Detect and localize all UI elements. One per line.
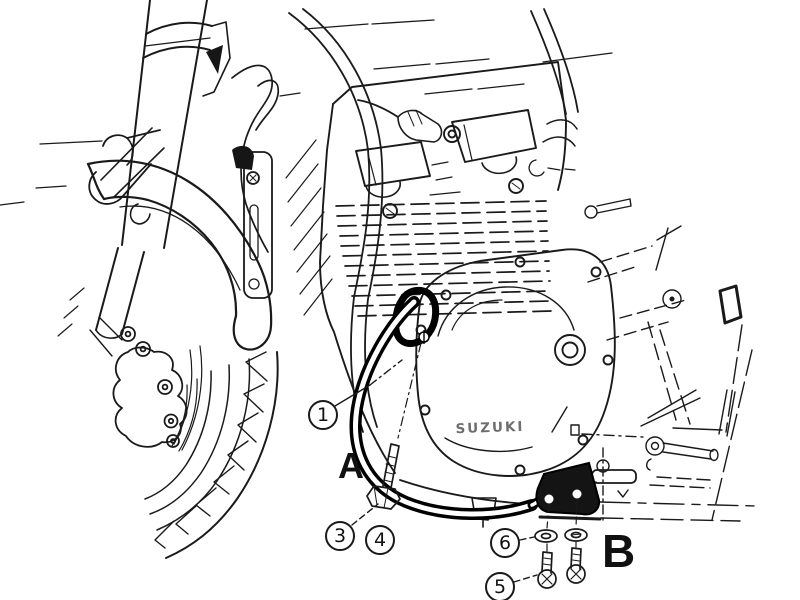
callout-1: 1 <box>308 400 338 430</box>
engine-cooling-fins <box>335 200 552 317</box>
section-label-a: A <box>338 445 364 486</box>
callout-3: 3 <box>325 521 355 551</box>
tire-tread <box>154 351 268 549</box>
plate-hole-rear <box>572 489 582 499</box>
front-fender <box>86 159 273 351</box>
guard-tube-core <box>353 299 535 517</box>
fork-bracket-strip <box>232 145 273 299</box>
fastener-set-a <box>366 342 422 510</box>
section-label-b: B <box>602 525 636 577</box>
frame-tubes <box>279 8 613 433</box>
front-fork <box>0 0 231 339</box>
brake-hose <box>231 64 280 253</box>
brake-caliper <box>89 317 188 448</box>
callout-4: 4 <box>365 525 395 555</box>
plate-hole-front <box>544 494 554 504</box>
callout-6: 6 <box>490 528 520 558</box>
engine-brand-text: SUZUKI <box>455 419 524 437</box>
engine-cylinder-head <box>319 61 576 474</box>
callout-5: 5 <box>485 572 515 600</box>
fastener-set-b <box>534 499 588 589</box>
rear-frame-phantom <box>538 198 758 525</box>
callout-leaders <box>334 359 538 583</box>
guard-tube-outer <box>349 296 538 520</box>
front-wheel <box>144 345 279 559</box>
engine-guard-bar <box>349 286 601 520</box>
